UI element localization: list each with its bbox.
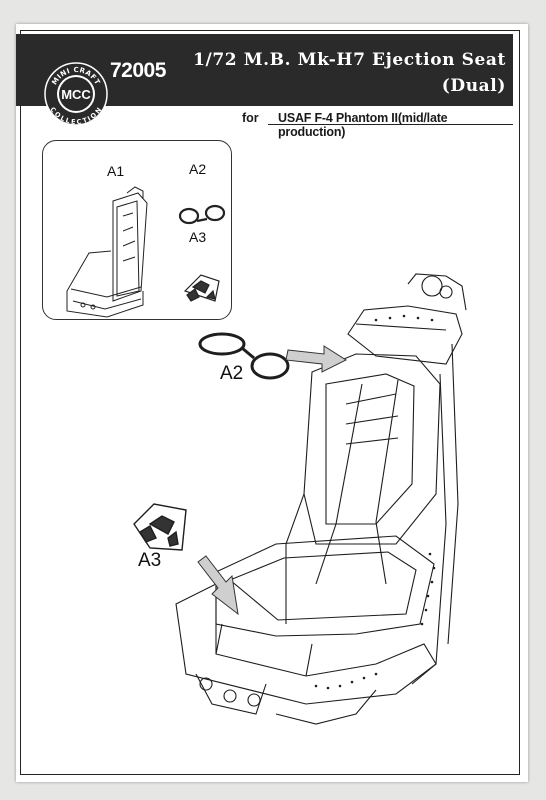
mcc-logo: MINI CRAFT COLLECTION MCC <box>44 62 108 126</box>
subtitle-underline <box>268 124 513 125</box>
subtitle-prefix: for <box>242 111 259 125</box>
callout-a2: A2 <box>220 363 244 384</box>
subtitle-aircraft: USAF F-4 Phantom II(mid/late production) <box>278 111 448 139</box>
instruction-sheet: 72005 1/72 M.B. Mk-H7 Ejection Seat (Dua… <box>16 24 528 782</box>
part-label-a1: A1 <box>107 163 125 179</box>
parts-box: A1 A2 A3 <box>42 140 232 320</box>
a2-arrow <box>285 345 348 373</box>
a3-bracket-part <box>133 503 187 551</box>
assembly-illustration <box>133 273 467 725</box>
part-label-a2: A2 <box>189 161 207 177</box>
callout-a3: A3 <box>138 550 162 571</box>
part-label-a3: A3 <box>189 229 207 245</box>
logo-initials: MCC <box>61 87 91 102</box>
part-a1-seat-icon <box>66 186 148 318</box>
a3-arrow <box>197 555 239 616</box>
product-title-variant: (Dual) <box>441 76 506 96</box>
part-a3-bracket-icon <box>183 274 220 302</box>
product-title: 1/72 M.B. Mk-H7 Ejection Seat <box>193 50 506 70</box>
sheet-border <box>20 30 520 775</box>
part-a2-loops-icon <box>178 204 226 225</box>
a2-loops-part <box>198 332 290 380</box>
subtitle-row: for USAF F-4 Phantom II(mid/late product… <box>16 108 513 139</box>
ejection-seat-drawing <box>175 273 467 725</box>
product-number: 72005 <box>110 59 166 82</box>
